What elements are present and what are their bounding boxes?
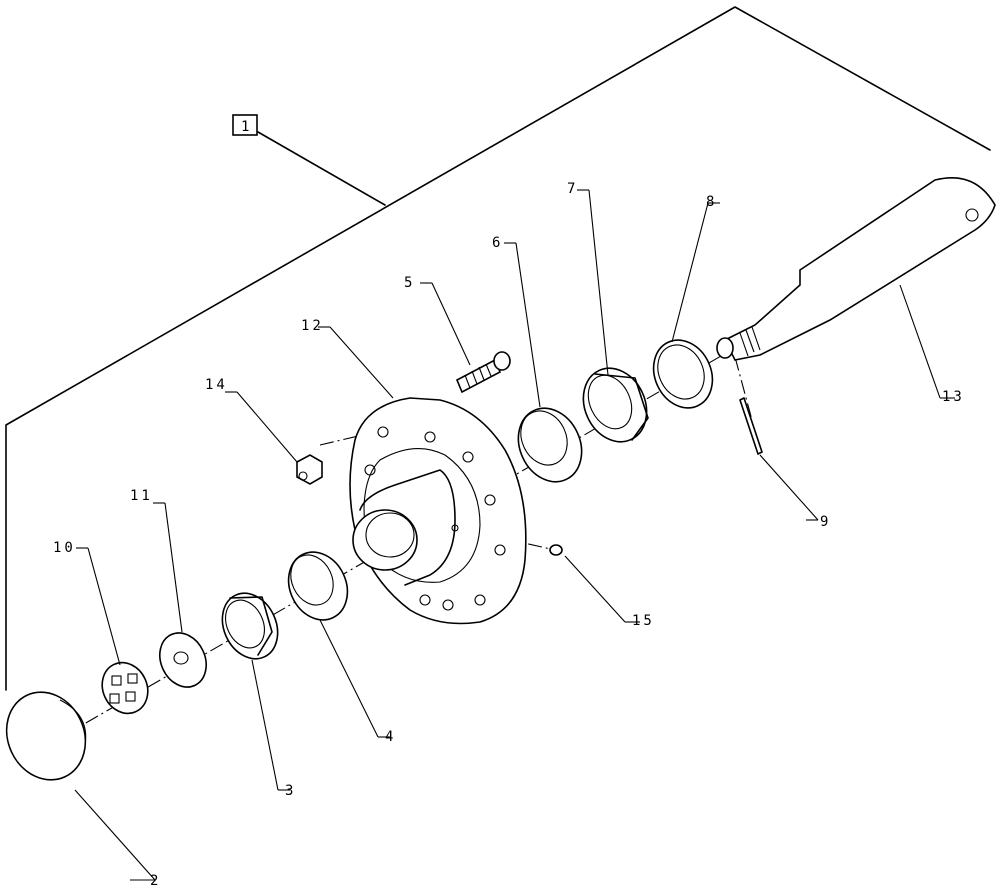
castle-nut: [101, 661, 149, 715]
grease-seal: [652, 339, 714, 409]
callout-5: 5: [404, 275, 415, 291]
outer-bearing-cup: [287, 551, 349, 621]
callout-12: 12: [301, 318, 324, 334]
inner-bearing-cup: [517, 407, 583, 483]
assembly-bracket: [5, 6, 991, 691]
callout-3: 3: [285, 783, 296, 799]
inner-bearing-cone: [582, 367, 649, 443]
callout-13: 13: [942, 389, 965, 405]
wheel-stud: [455, 351, 511, 394]
cotter-pin: [739, 397, 763, 455]
callout-ticks: [76, 189, 955, 881]
callout-8: 8: [706, 194, 717, 210]
callout-10: 10: [53, 540, 76, 556]
callout-11: 11: [130, 488, 153, 504]
wheel-hub: [349, 397, 527, 625]
callout-14: 14: [205, 377, 228, 393]
leader-lines: [74, 189, 941, 881]
callout-15: 15: [632, 613, 655, 629]
assembly-label-box: 1: [232, 114, 258, 136]
outer-bearing-cone: [221, 592, 279, 660]
callout-9: 9: [820, 514, 831, 530]
callout-6: 6: [492, 235, 503, 251]
grease-fitting: [549, 544, 563, 556]
callout-7: 7: [567, 181, 578, 197]
spindle: [716, 176, 996, 361]
assembly-label: 1: [241, 119, 252, 135]
callout-2: 2: [150, 873, 161, 889]
washer: [159, 632, 207, 688]
hub-cap: [5, 691, 87, 781]
lug-nut: [296, 454, 323, 485]
